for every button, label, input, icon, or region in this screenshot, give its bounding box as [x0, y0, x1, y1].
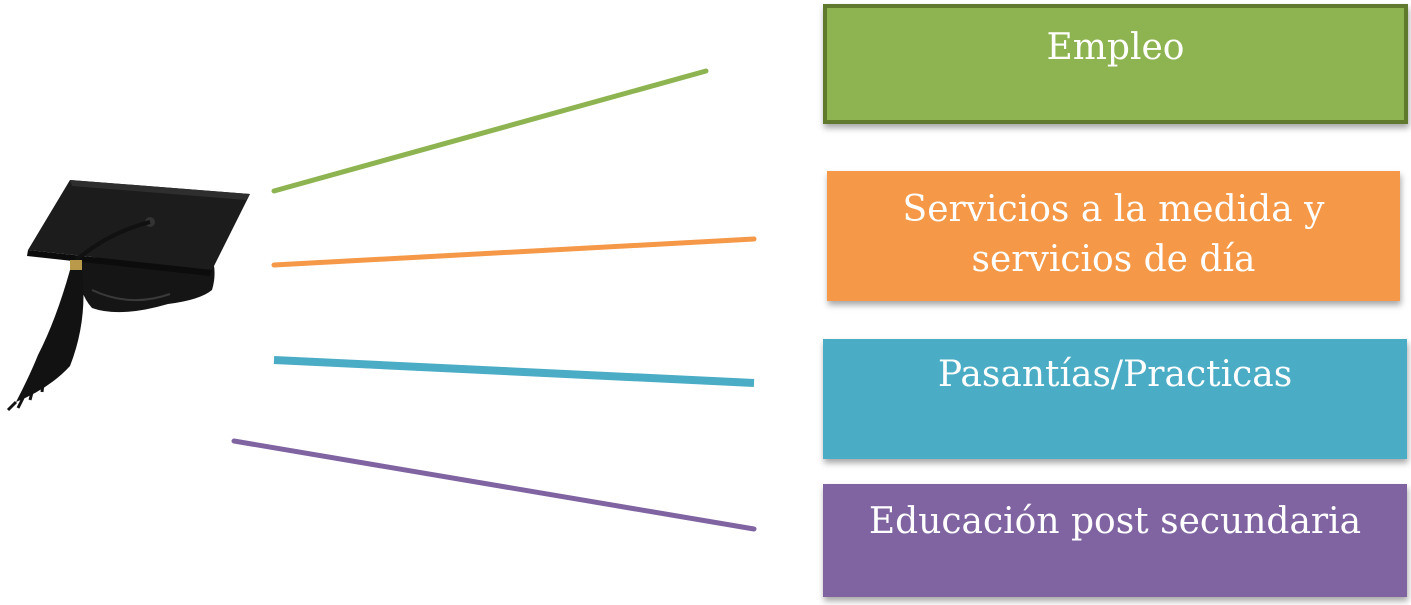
option-pasantias: Pasantías/Practicas: [823, 339, 1407, 459]
option-educacion: Educación post secundaria: [823, 484, 1407, 597]
option-empleo: Empleo: [823, 4, 1408, 124]
option-pasantias-label: Pasantías/Practicas: [937, 354, 1293, 395]
option-educacion-label: Educación post secundaria: [868, 501, 1362, 542]
connector-educacion: [231, 438, 757, 532]
graduation-cap-icon: [0, 170, 260, 430]
option-empleo-label: Empleo: [1046, 27, 1185, 68]
connector-pasantias: [273, 356, 755, 387]
connector-servicios: [271, 236, 757, 268]
option-servicios: Servicios a la medida y servicios de día: [827, 171, 1400, 301]
option-servicios-label: Servicios a la medida y servicios de día: [902, 189, 1325, 280]
connector-empleo: [271, 68, 709, 194]
